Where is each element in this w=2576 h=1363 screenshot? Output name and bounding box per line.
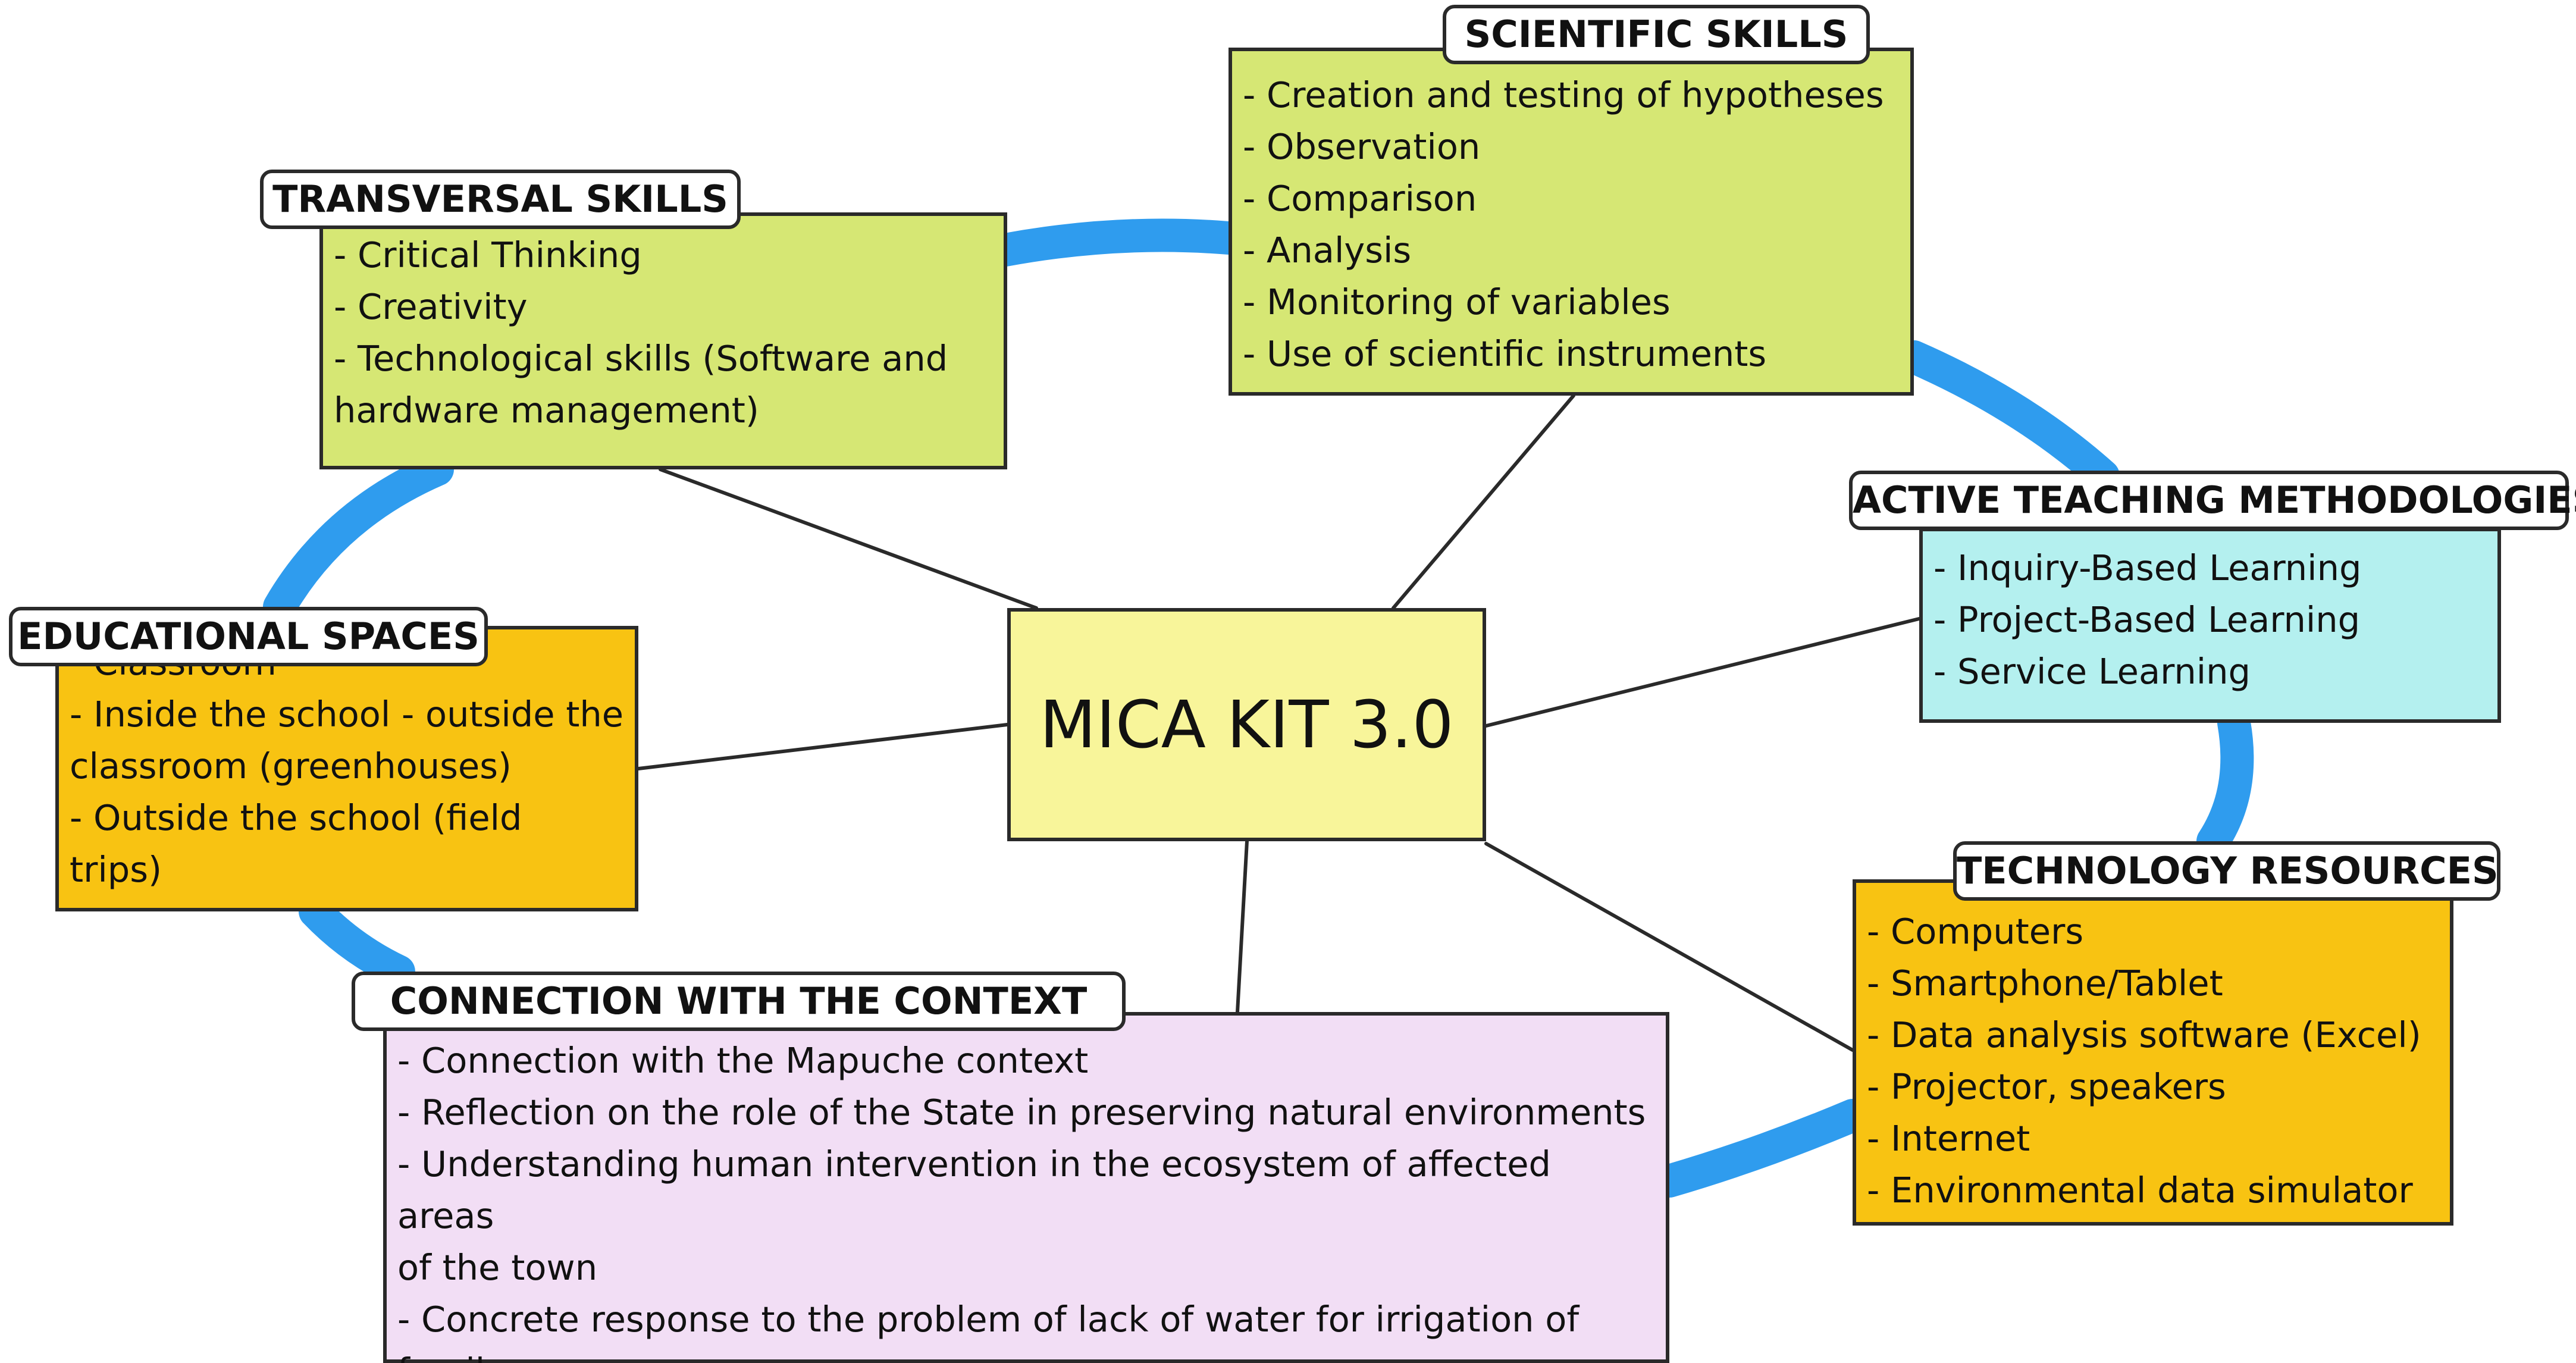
connection-context-list: - Connection with the Mapuche context - … <box>397 1035 1655 1363</box>
technology-resources-list: - Computers - Smartphone/Tablet - Data a… <box>1867 905 2439 1216</box>
list-item: - Analysis <box>1243 230 1412 271</box>
list-item: classroom (greenhouses) <box>70 745 512 787</box>
ring-arc-connection-educational <box>299 895 415 988</box>
ring-arc-scientific-active <box>1897 340 2120 493</box>
list-item: - Creativity <box>334 286 528 327</box>
center-node: MICA KIT 3.0 <box>1007 608 1486 841</box>
list-item: - Technological skills (Software and <box>334 338 948 379</box>
spoke-connectors <box>637 394 1921 1052</box>
list-item: - Creation and testing of hypotheses <box>1243 74 1884 115</box>
technology-resources-box: - Computers - Smartphone/Tablet - Data a… <box>1853 879 2453 1226</box>
list-item: - Inside the school - outside the <box>70 694 624 735</box>
list-item: - Internet <box>1867 1118 2030 1159</box>
scientific-skills-list: - Creation and testing of hypotheses - O… <box>1243 69 1900 380</box>
educational-spaces-title: EDUCATIONAL SPACES <box>9 607 488 666</box>
list-item: family crops <box>397 1345 1655 1363</box>
list-item: - Service Learning <box>1933 651 2251 692</box>
list-item: - Monitoring of variables <box>1243 281 1671 322</box>
list-item: - Concrete response to the problem of la… <box>397 1299 1580 1340</box>
list-item: - Comparison <box>1243 178 1477 219</box>
spoke-connection <box>1236 839 1249 1014</box>
list-item: - Environmental data simulator <box>1867 1170 2413 1211</box>
educational-spaces-list: - Classroom - Inside the school - outsid… <box>70 637 624 895</box>
connection-context-title: CONNECTION WITH THE CONTEXT <box>352 972 1126 1031</box>
ring-arc-transversal-scientific <box>989 218 1245 267</box>
ring-arc-technology-connection <box>1653 1099 1869 1198</box>
educational-spaces-box: - Classroom - Inside the school - outsid… <box>55 626 638 911</box>
spoke-scientific <box>1392 394 1575 610</box>
spoke-active <box>1484 617 1921 728</box>
list-item: - Observation <box>1243 126 1481 167</box>
outer-ring <box>263 218 2254 1198</box>
active-teaching-title: ACTIVE TEACHING METHODOLOGIES <box>1849 471 2576 530</box>
transversal-skills-title: TRANSVERSAL SKILLS <box>260 170 741 229</box>
list-item: of the town <box>397 1247 598 1288</box>
spoke-technology <box>1484 842 1854 1052</box>
list-item: - Inquiry-Based Learning <box>1933 547 2362 588</box>
ring-arc-active-technology <box>2196 706 2254 858</box>
transversal-skills-box: - Critical Thinking - Creativity - Techn… <box>319 212 1007 469</box>
active-teaching-box: - Inquiry-Based Learning - Project-Based… <box>1919 528 2501 723</box>
list-item: - Project-Based Learning <box>1933 599 2361 640</box>
list-item: - Use of scientific instruments <box>1243 333 1767 374</box>
active-teaching-list: - Inquiry-Based Learning - Project-Based… <box>1933 542 2487 697</box>
scientific-skills-box: - Creation and testing of hypotheses - O… <box>1229 48 1914 396</box>
list-item: - Smartphone/Tablet <box>1867 963 2223 1004</box>
list-item: - Reflection on the role of the State in… <box>397 1092 1646 1133</box>
ring-arc-educational-transversal <box>263 453 454 623</box>
scientific-skills-title: SCIENTIFIC SKILLS <box>1443 5 1870 64</box>
center-label: MICA KIT 3.0 <box>1039 687 1454 763</box>
list-item: - Critical Thinking <box>334 234 642 275</box>
list-item: hardware management) <box>334 390 759 431</box>
transversal-skills-list: - Critical Thinking - Creativity - Techn… <box>334 229 993 436</box>
list-item: - Understanding human intervention in th… <box>397 1143 1551 1236</box>
list-item: - Connection with the Mapuche context <box>397 1040 1089 1081</box>
connection-context-box: - Connection with the Mapuche context - … <box>383 1012 1669 1363</box>
spoke-educational <box>637 723 1009 770</box>
list-item: - Data analysis software (Excel) <box>1867 1014 2421 1055</box>
spoke-transversal <box>659 468 1038 610</box>
technology-resources-title: TECHNOLOGY RESOURCES <box>1953 841 2500 901</box>
list-item: - Outside the school (field trips) <box>70 797 522 890</box>
list-item: - Computers <box>1867 911 2084 952</box>
list-item: - Projector, speakers <box>1867 1066 2226 1107</box>
